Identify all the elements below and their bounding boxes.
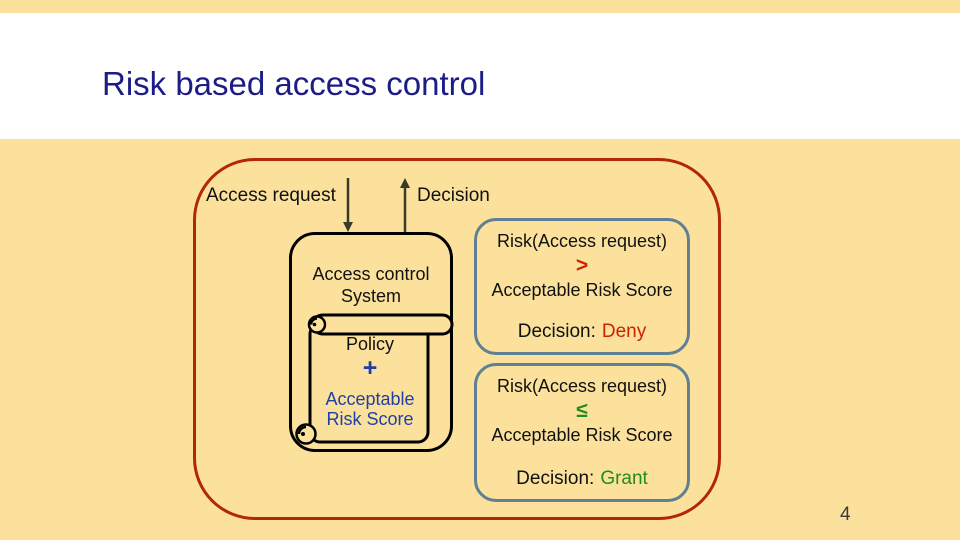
- diagram-outer-frame: [193, 158, 721, 520]
- access-control-system-box: Access control System: [289, 232, 453, 452]
- page-number: 4: [840, 504, 851, 525]
- policy-label: Policy: [345, 334, 394, 354]
- decision-deny: Decision:Deny: [517, 321, 647, 342]
- policy-scroll-icon: [295, 313, 454, 445]
- plus-sign: +: [362, 354, 378, 382]
- access-control-system-label: Access control System: [312, 264, 430, 306]
- acceptable-risk-score-text: Acceptable Risk Score: [491, 425, 673, 445]
- greater-than-operator: >: [575, 254, 589, 277]
- access-request-label: Access request: [206, 185, 336, 206]
- decision-grant: Decision:Grant: [516, 468, 648, 489]
- acceptable-risk-score-label: Acceptable Risk Score: [325, 389, 415, 429]
- risk-expression: Risk(Access request): [496, 231, 668, 251]
- risk-expression: Risk(Access request): [496, 376, 668, 396]
- grant-condition-box: Risk(Access request) ≤ Acceptable Risk S…: [474, 363, 690, 502]
- acceptable-risk-score-text: Acceptable Risk Score: [491, 280, 673, 300]
- deny-condition-box: Risk(Access request) > Acceptable Risk S…: [474, 218, 690, 355]
- less-equal-operator: ≤: [576, 399, 588, 422]
- slide-title: Risk based access control: [102, 65, 486, 102]
- header-band: Risk based access control: [0, 13, 960, 139]
- decision-label: Decision: [417, 185, 490, 206]
